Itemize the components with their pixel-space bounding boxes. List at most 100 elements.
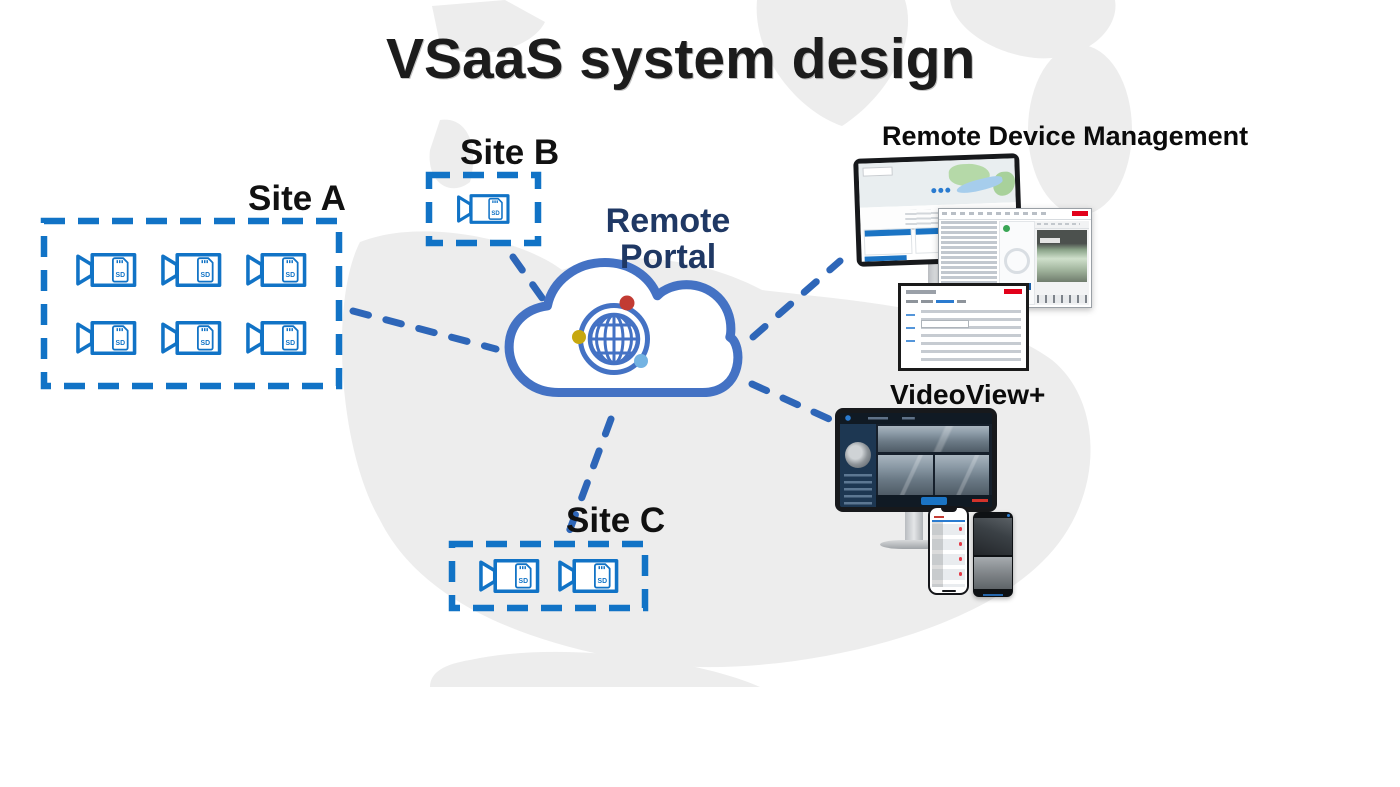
- orbit-dot-yellow: [572, 330, 586, 344]
- site-c-dashed-border: [448, 540, 649, 612]
- status-dot-blue: [1007, 513, 1010, 517]
- camera-sd-icon: SD: [161, 252, 222, 287]
- sd-label: SD: [201, 339, 211, 346]
- videoview-monitor-stand: [905, 510, 923, 542]
- form-side-icons: [906, 312, 915, 352]
- camera-sd-icon: SD: [246, 320, 307, 355]
- camera-sd-icon: SD: [557, 558, 618, 594]
- preview-osd-label: [1040, 238, 1060, 243]
- phone-notch: [940, 508, 957, 512]
- sd-card-icon: SD: [514, 563, 532, 589]
- footer-alert-text: [972, 499, 988, 502]
- site-c-box: SD SD: [448, 540, 649, 612]
- mobile-event-list: [932, 522, 965, 587]
- preview-timeline: [1037, 295, 1087, 303]
- videoview-label: VideoView+: [890, 379, 1046, 410]
- mobile-app-phone-screenshot: [928, 506, 969, 595]
- sd-label: SD: [116, 339, 126, 346]
- dashboard-card: [863, 227, 913, 256]
- form-tabs: [906, 300, 966, 303]
- bosch-logo-red: [1004, 289, 1022, 294]
- video-tile: [878, 454, 933, 495]
- sd-label: SD: [201, 271, 211, 278]
- map-device-markers: [931, 188, 937, 194]
- map-view: [858, 158, 1016, 208]
- camera-lens-shape: [478, 560, 497, 592]
- site-b-label: Site B: [460, 133, 560, 172]
- sd-label: SD: [597, 578, 607, 585]
- camera-sd-icon: SD: [76, 320, 137, 355]
- sd-label: SD: [518, 578, 528, 585]
- sd-card-icon: SD: [112, 324, 129, 351]
- fisheye-camera-thumbnail: [845, 442, 871, 468]
- phone-home-indicator: [941, 589, 956, 592]
- sd-label: SD: [491, 211, 500, 217]
- progress-gauge: [1004, 248, 1030, 274]
- camera-preview-pane: [1035, 221, 1089, 305]
- form-title-bar: [906, 290, 936, 294]
- orbit-dot-lightblue: [634, 354, 648, 368]
- video-tile: [934, 454, 989, 495]
- camera-lens-shape: [161, 321, 179, 354]
- video-tile-grid: [878, 426, 989, 495]
- camera-sd-icon: SD: [457, 194, 510, 224]
- sd-label: SD: [116, 271, 126, 278]
- site-c-label: Site C: [566, 501, 666, 540]
- site-b-cameras: SD: [425, 189, 542, 229]
- site-a-label: Site A: [248, 179, 346, 218]
- camera-lens-shape: [246, 253, 264, 286]
- mobile-camera-view-top: [974, 518, 1012, 555]
- site-c-cameras: SD SD: [448, 553, 649, 599]
- form-text-lines: [921, 310, 1021, 364]
- sd-card-icon: SD: [282, 324, 299, 351]
- camera-sd-icon: SD: [246, 252, 307, 287]
- remote-portal-line1: Remote: [605, 202, 731, 240]
- sd-card-icon: SD: [197, 256, 214, 283]
- mobile-app-header: [932, 514, 965, 522]
- videoview-sidebar: [840, 424, 876, 507]
- camera-lens-shape: [457, 195, 473, 223]
- camera-lens-shape: [246, 321, 264, 354]
- camera-lens-shape: [76, 253, 94, 286]
- site-b-box: SD: [425, 171, 542, 247]
- rdm-web-form-screenshot: [898, 283, 1029, 371]
- map-search-box: [862, 166, 893, 177]
- config-toolbar: [939, 209, 1091, 220]
- video-tile-panorama: [878, 426, 989, 453]
- sd-label: SD: [286, 271, 296, 278]
- slide-title: VSaaS system design: [386, 27, 976, 91]
- site-a-cameras: SD SD SD SD: [40, 233, 343, 375]
- footer-primary-button: [921, 497, 947, 505]
- site-a-box: SD SD SD SD: [40, 217, 343, 390]
- globe-orbit-icon: [572, 295, 650, 375]
- rdm-label: Remote Device Management: [882, 121, 1249, 151]
- bosch-logo-red: [1072, 211, 1088, 216]
- videoview-header-bar: [840, 413, 992, 424]
- videoview-monitor-base: [880, 540, 948, 549]
- camera-sd-icon: SD: [478, 558, 539, 594]
- site-a-dashed-border: [40, 217, 343, 390]
- mobile-caption-bar: [983, 593, 1003, 596]
- mobile-video-phone-screenshot: [973, 512, 1013, 597]
- sidebar-text-lines: [844, 474, 872, 507]
- sd-label: SD: [286, 339, 296, 346]
- globe-grid: [590, 313, 638, 365]
- remote-portal-line2: Portal: [619, 238, 717, 276]
- camera-lens-shape: [76, 321, 94, 354]
- dashboard-footer-bar: [864, 255, 907, 262]
- mobile-camera-view-bottom: [974, 557, 1012, 589]
- camera-lens-shape: [161, 253, 179, 286]
- sd-card-icon: SD: [593, 563, 611, 589]
- videoview-monitor-screenshot: [835, 408, 997, 512]
- site-b-dashed-border: [425, 171, 542, 247]
- form-input-field: [921, 320, 969, 328]
- camera-lens-shape: [557, 560, 576, 592]
- sd-card-icon: SD: [282, 256, 299, 283]
- remote-portal-label: Remote Portal: [568, 203, 768, 275]
- camera-sd-icon: SD: [161, 320, 222, 355]
- orbit-dot-red: [619, 295, 635, 311]
- sd-card-icon: SD: [197, 324, 214, 351]
- camera-preview-image: [1037, 230, 1087, 282]
- sd-card-icon: SD: [112, 256, 129, 283]
